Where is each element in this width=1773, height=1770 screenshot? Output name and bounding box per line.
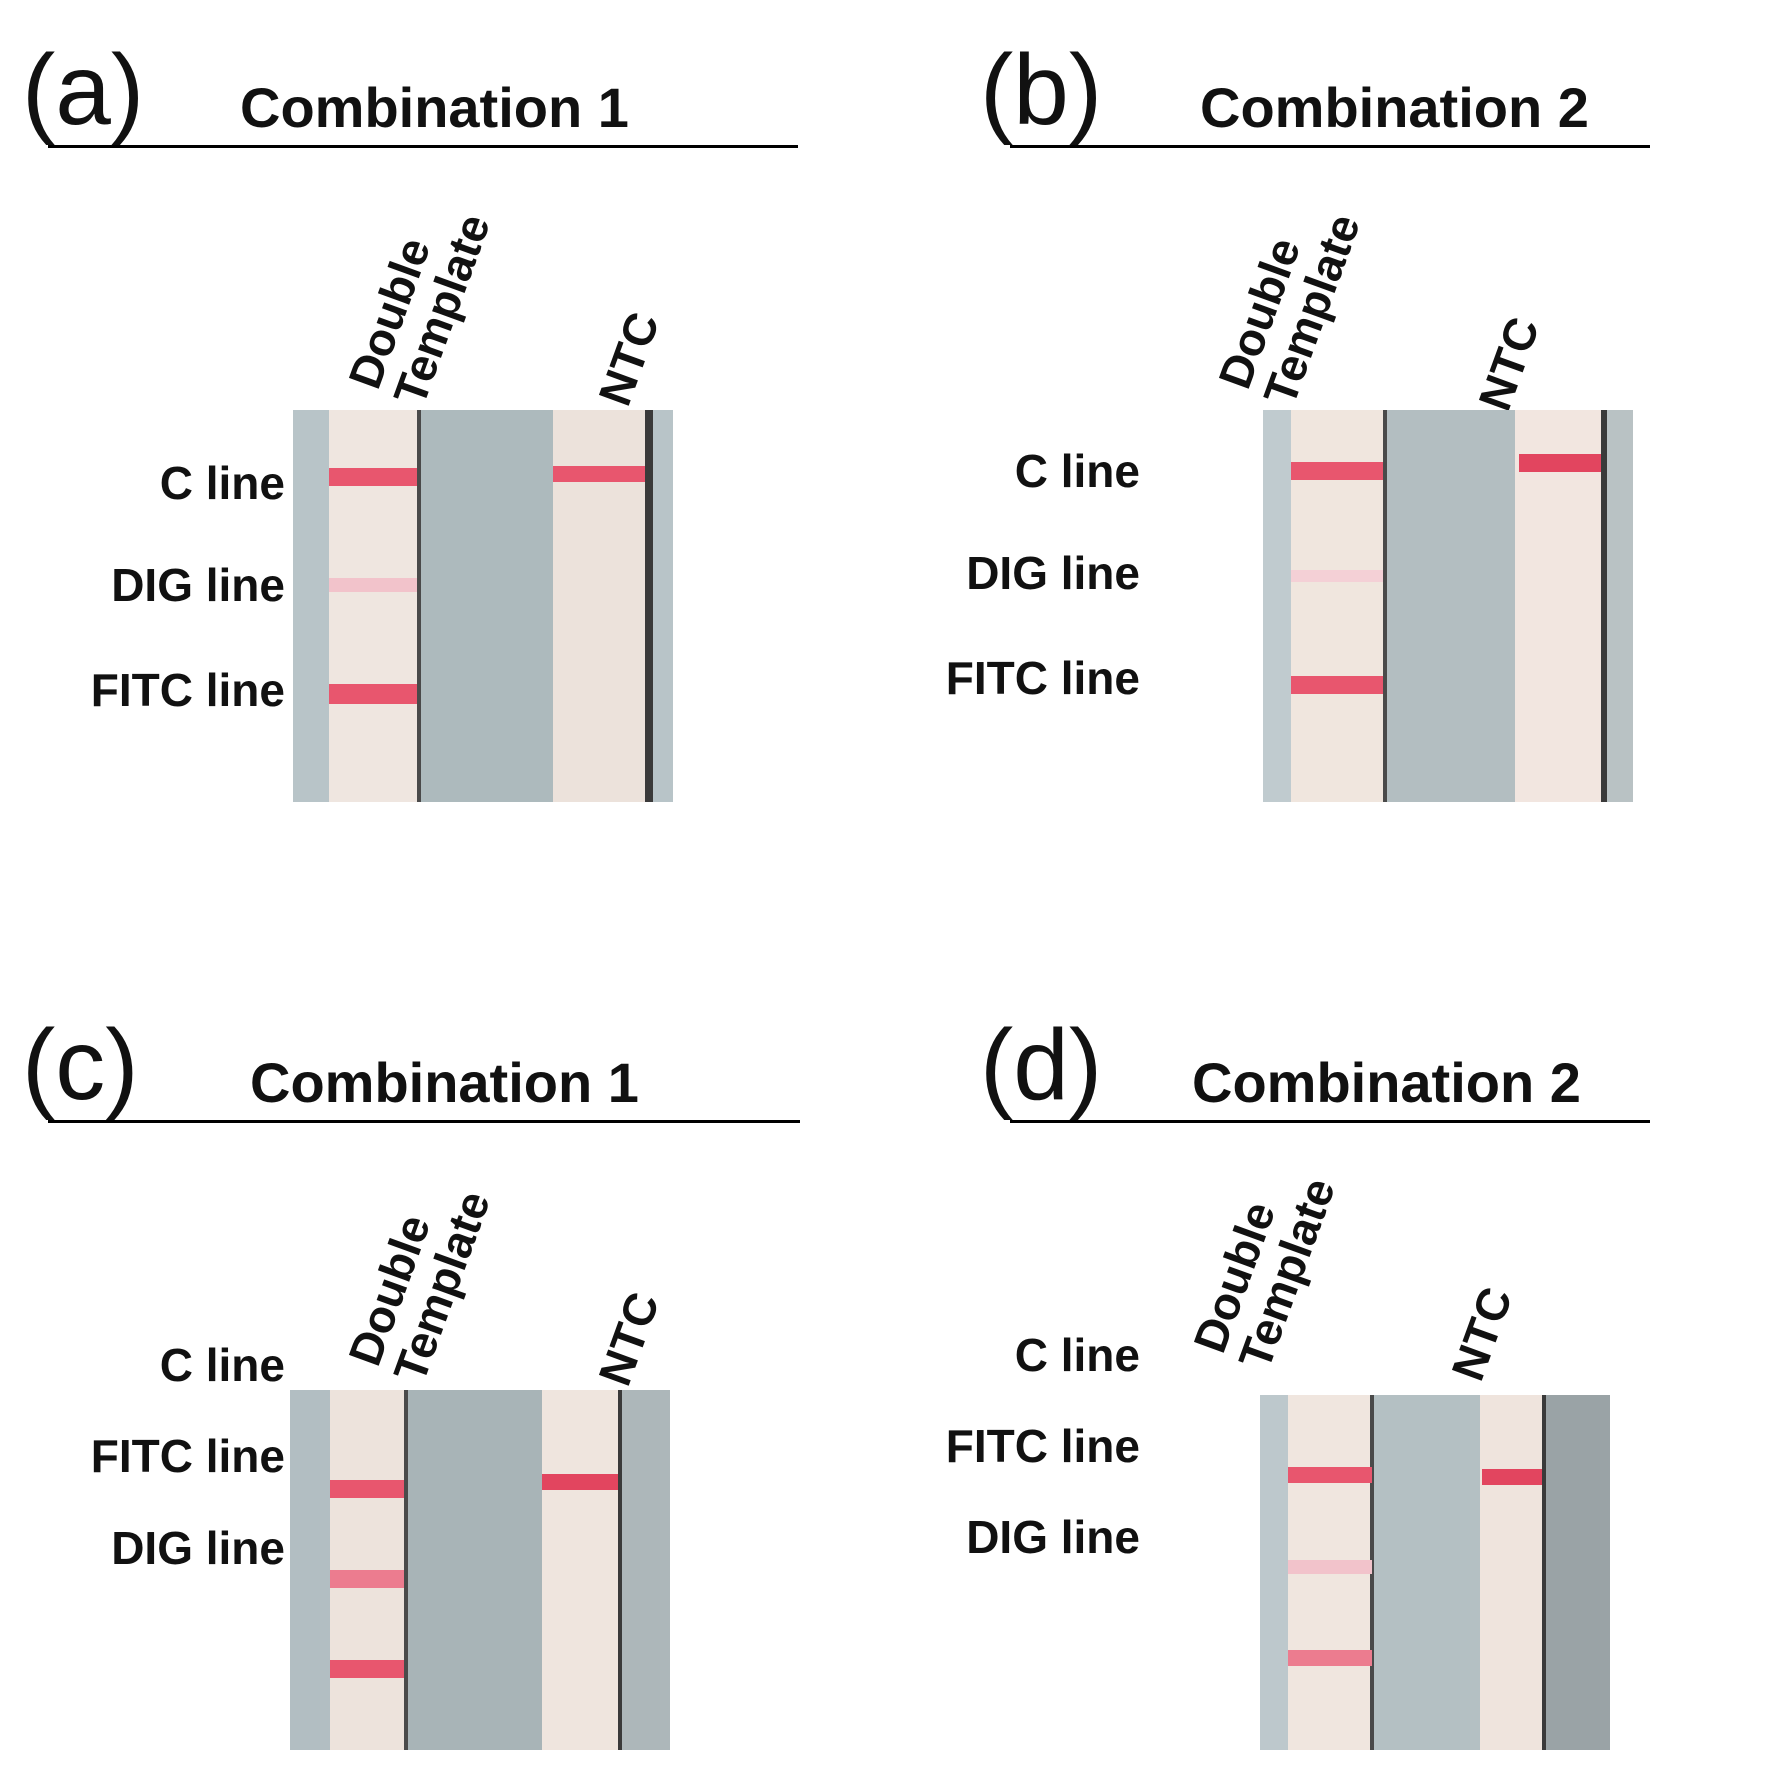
line-label: C line [1014,1329,1140,1381]
band-dig-line [1288,1650,1372,1666]
panel-d: (d) Combination 2 Double Template NTC C … [880,880,1680,1760]
strip-photo [293,410,673,802]
band-fitc-line [1291,676,1383,694]
lane-label-line1: NTC [1468,310,1550,418]
panel-b: (b) Combination 2 Double Template NTC C … [880,0,1680,880]
strip-edge [618,1390,622,1750]
strip-edge [645,410,653,802]
blank-gap [1387,410,1515,802]
line-label: FITC line [90,1430,285,1482]
lane-label-line1: NTC [588,1285,670,1393]
band-c-line [329,468,417,486]
line-label: DIG line [111,1522,285,1574]
lane-label-double-template: Double Template [1208,191,1370,411]
title-underline [48,145,798,148]
lane-label-double-template: Double Template [1183,1155,1345,1375]
band-ntc-c-line [542,1474,618,1490]
band-fitc-line [1288,1560,1372,1574]
strip-edge [1542,1395,1546,1750]
line-label: FITC line [90,664,285,716]
band-ntc-c-line [1519,454,1601,472]
strip-edge [1601,410,1607,802]
line-label: C line [159,457,285,509]
strip-edge [1383,410,1387,802]
panel-letter: (b) [980,34,1103,146]
panel-c: (c) Combination 1 Double Template NTC C … [0,880,800,1760]
line-label: C line [1014,445,1140,497]
blank-gap [1374,1395,1480,1750]
panel-a: (a) Combination 1 Double Template NTC C … [0,0,800,880]
lane-label-double-template: Double Template [338,1168,500,1388]
panel-title: Combination 1 [240,76,629,139]
band-ntc-c-line [553,466,645,482]
lane-label-ntc: NTC [588,305,670,413]
panel-title: Combination 2 [1200,76,1589,139]
line-label: FITC line [945,1420,1140,1472]
panel-letter: (a) [22,34,145,146]
line-label: C line [159,1339,285,1391]
lane-label-line1: NTC [1441,1280,1523,1388]
lane-label-line1: NTC [588,305,670,413]
band-c-line [330,1480,404,1498]
lane-label-ntc: NTC [1441,1280,1523,1388]
title-underline [1010,1120,1650,1123]
blank-gap [408,1390,542,1750]
line-label: FITC line [945,652,1140,704]
band-c-line [1288,1467,1372,1483]
panel-title: Combination 1 [250,1051,639,1114]
band-dig-line [1291,570,1383,582]
title-underline [48,1120,800,1123]
blank-gap [421,410,553,802]
test-strip [1515,410,1601,802]
lane-label-ntc: NTC [588,1285,670,1393]
strip-background [622,1390,670,1750]
lane-label-double-template: Double Template [338,191,500,411]
band-dig-line [330,1660,404,1678]
band-dig-line [329,578,417,592]
band-fitc-line [330,1570,404,1588]
title-underline [1010,145,1650,148]
panel-letter: (c) [22,1009,139,1121]
line-label: DIG line [111,559,285,611]
band-ntc-c-line [1482,1469,1542,1485]
panel-title: Combination 2 [1192,1051,1581,1114]
line-label: DIG line [966,1511,1140,1563]
test-strip [1480,1395,1546,1750]
strip-background [1546,1395,1610,1750]
strip-photo [1260,1395,1610,1750]
strip-photo [1263,410,1633,802]
lane-label-ntc: NTC [1468,310,1550,418]
strip-edge [404,1390,408,1750]
strip-edge [417,410,421,802]
line-label: DIG line [966,547,1140,599]
panel-letter: (d) [980,1009,1103,1121]
band-c-line [1291,462,1383,480]
strip-photo [290,1390,670,1750]
strip-background [1607,410,1633,802]
band-fitc-line [329,684,417,704]
